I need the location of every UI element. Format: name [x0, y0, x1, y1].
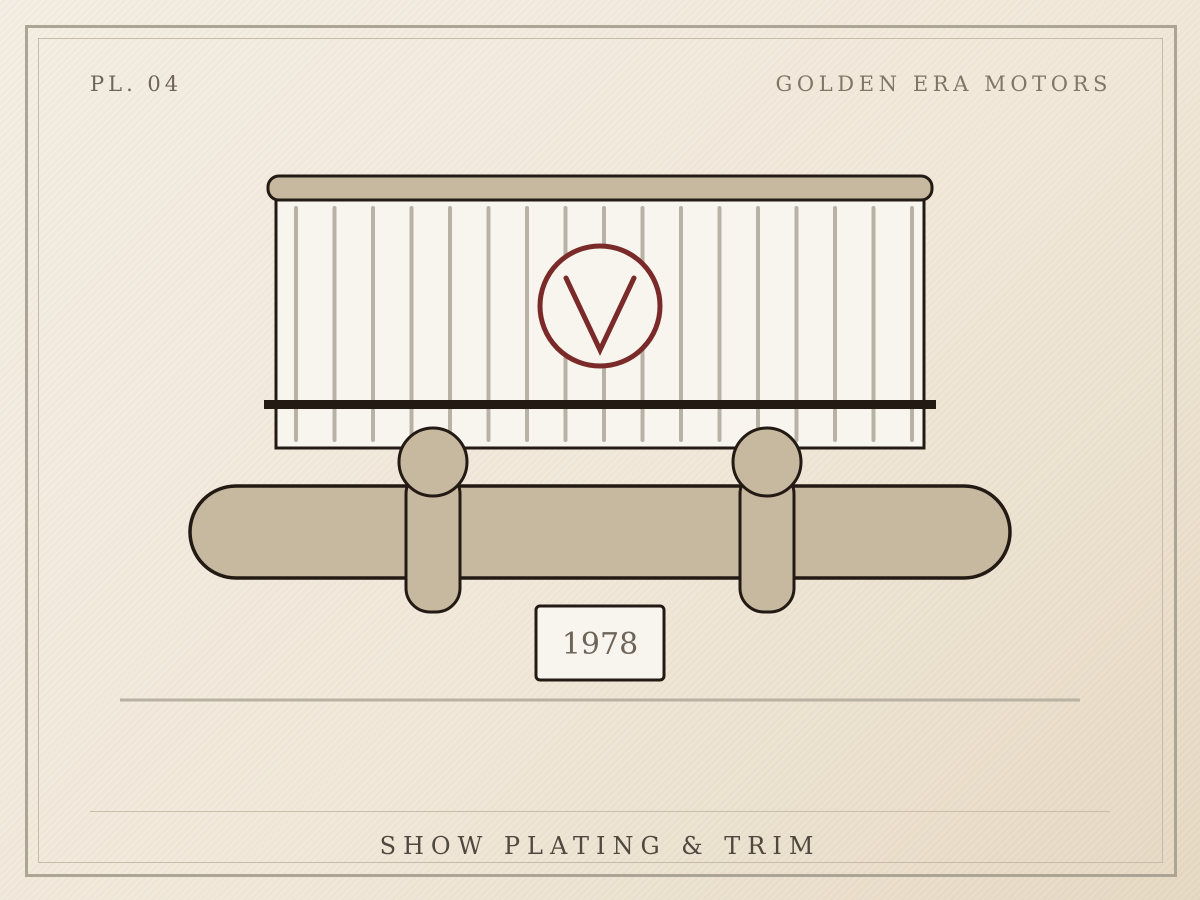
year-plate: 1978 [534, 604, 666, 682]
inner-frame [38, 38, 1163, 863]
right-bumper-guard [731, 426, 803, 614]
caption-rule [90, 811, 1110, 812]
plate-number: PL. 04 [90, 72, 183, 96]
brand-name: GOLDEN ERA MOTORS [775, 72, 1112, 96]
bumper-bar [188, 484, 1012, 580]
v-emblem-icon [537, 243, 663, 369]
grille-trim-bar [264, 400, 936, 409]
grille-top-cap [266, 174, 934, 202]
outer-frame [25, 25, 1177, 877]
caption-title: SHOW PLATING & TRIM [379, 832, 821, 860]
year-plate-text: 1978 [562, 627, 638, 662]
left-bumper-guard [397, 426, 469, 614]
